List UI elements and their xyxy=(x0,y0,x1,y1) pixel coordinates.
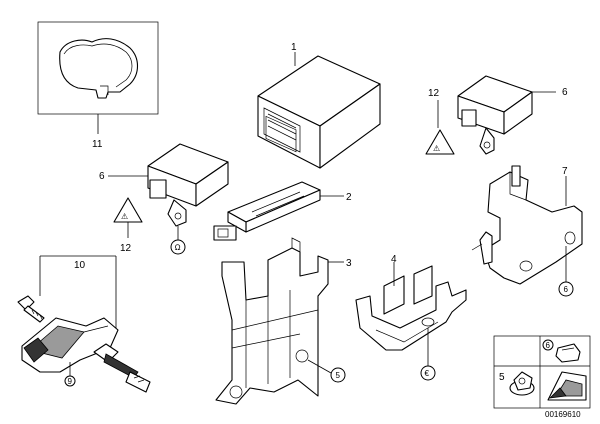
svg-text:⚠: ⚠ xyxy=(433,144,440,153)
marker-legend-label: 6 xyxy=(546,341,551,350)
callout-12-right: 12 xyxy=(428,88,440,99)
marker-sensor xyxy=(64,375,76,387)
callout-6-left: 6 xyxy=(99,171,105,182)
marker-legend xyxy=(542,339,554,351)
legend-arrow-marker xyxy=(547,371,587,401)
part-7-bracket-right xyxy=(471,165,583,285)
part-1-control-unit xyxy=(257,55,381,169)
callout-4: 4 xyxy=(391,254,397,265)
callout-3: 3 xyxy=(346,258,352,269)
marker-four xyxy=(420,365,436,381)
marker-left-label: Ω xyxy=(175,243,181,252)
callout-10: 10 xyxy=(74,260,86,271)
callout-1: 1 xyxy=(291,42,297,53)
part-2-antenna-bar xyxy=(213,181,321,241)
part-4-holder xyxy=(355,265,467,351)
warning-triangle-left: ⚠ xyxy=(113,197,143,223)
callout-7: 7 xyxy=(562,166,568,177)
part-10-screw xyxy=(17,295,45,323)
callout-2: 2 xyxy=(346,192,352,203)
marker-mid xyxy=(330,367,346,383)
callout-12-left: 12 xyxy=(120,243,132,254)
part-10-tire-sensor xyxy=(21,317,119,373)
legend-label-five: 5 xyxy=(499,372,505,383)
callout-6-right: 6 xyxy=(562,87,568,98)
inset-box-antenna-loop xyxy=(37,21,159,115)
marker-mid-label: 5 xyxy=(336,371,341,380)
marker-left xyxy=(170,239,186,255)
warning-triangle-right: ⚠ xyxy=(425,129,455,155)
part-10-valve xyxy=(93,343,151,393)
drawing-number: 00169610 xyxy=(545,410,581,419)
legend-flange-nut xyxy=(509,371,535,396)
legend-box: 6 5 xyxy=(493,335,591,409)
marker-right xyxy=(558,281,574,297)
svg-text:⚠: ⚠ xyxy=(121,212,128,221)
legend-cap-nut xyxy=(555,343,581,363)
marker-right-label: 6 xyxy=(564,285,569,294)
part-6-sensor-module-left xyxy=(147,143,229,227)
marker-sensor-label: 9 xyxy=(68,377,73,386)
part-3-bracket xyxy=(215,237,329,405)
callout-11: 11 xyxy=(92,139,103,150)
marker-four-label: € xyxy=(425,369,430,378)
part-6-sensor-module-right xyxy=(457,75,533,155)
